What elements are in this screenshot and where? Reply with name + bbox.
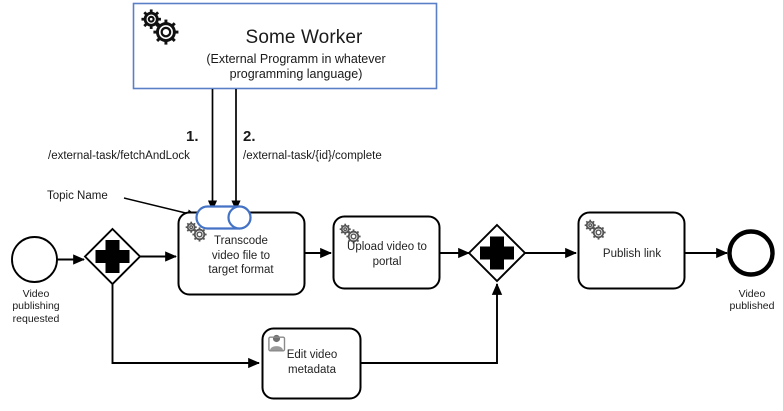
- split-gateway: [83, 227, 142, 286]
- task-transcode-label: Transcode video file to target format: [208, 235, 274, 277]
- end-event-circle: [727, 229, 775, 277]
- task-publish-label: Publish link: [602, 248, 662, 260]
- start-event-label-line1: Video: [22, 288, 50, 300]
- worker-gear-icon: [141, 9, 179, 45]
- join-gateway: [467, 223, 527, 283]
- api-call-2-number: 2.: [243, 128, 256, 145]
- join-gateway-plus-icon: [480, 236, 514, 270]
- task-upload-gear-icon: [339, 223, 361, 244]
- start-event-circle: [11, 236, 58, 283]
- task-publish-box[interactable]: [577, 211, 686, 290]
- task-edit-user-icon: [268, 334, 286, 352]
- api-call-2-path: /external-task/{id}/complete: [243, 150, 382, 162]
- flow-edit-to-join: [360, 283, 503, 364]
- task-transcode-gear-icon: [185, 221, 207, 242]
- start-event-label-line3: requested: [12, 312, 60, 325]
- task-edit-label: Edit video metadata: [286, 349, 338, 376]
- topic-name-annotation: Topic Name: [47, 190, 108, 202]
- task-publish-gear-icon: [584, 219, 606, 240]
- worker-subtitle-line1: (External Programm in whatever: [206, 52, 386, 66]
- api-call-1-path: /external-task/fetchAndLock: [48, 150, 190, 162]
- topic-name-pill: [195, 205, 252, 230]
- split-gateway-plus-icon: [95, 240, 130, 273]
- topic-name-leader-arrow: [123, 197, 197, 218]
- worker-title: Some Worker: [245, 27, 363, 48]
- end-event-label-line2: published: [729, 300, 775, 313]
- worker-subtitle-line2: programming language): [229, 66, 363, 81]
- flow-split-to-edit: [111, 284, 260, 369]
- task-upload-label: Upload video to portal: [347, 241, 427, 268]
- worker-box: [132, 2, 438, 90]
- start-event-label-line2: publishing: [12, 300, 60, 313]
- api-call-1-number: 1.: [186, 128, 199, 145]
- end-event-label-line1: Video: [738, 288, 766, 300]
